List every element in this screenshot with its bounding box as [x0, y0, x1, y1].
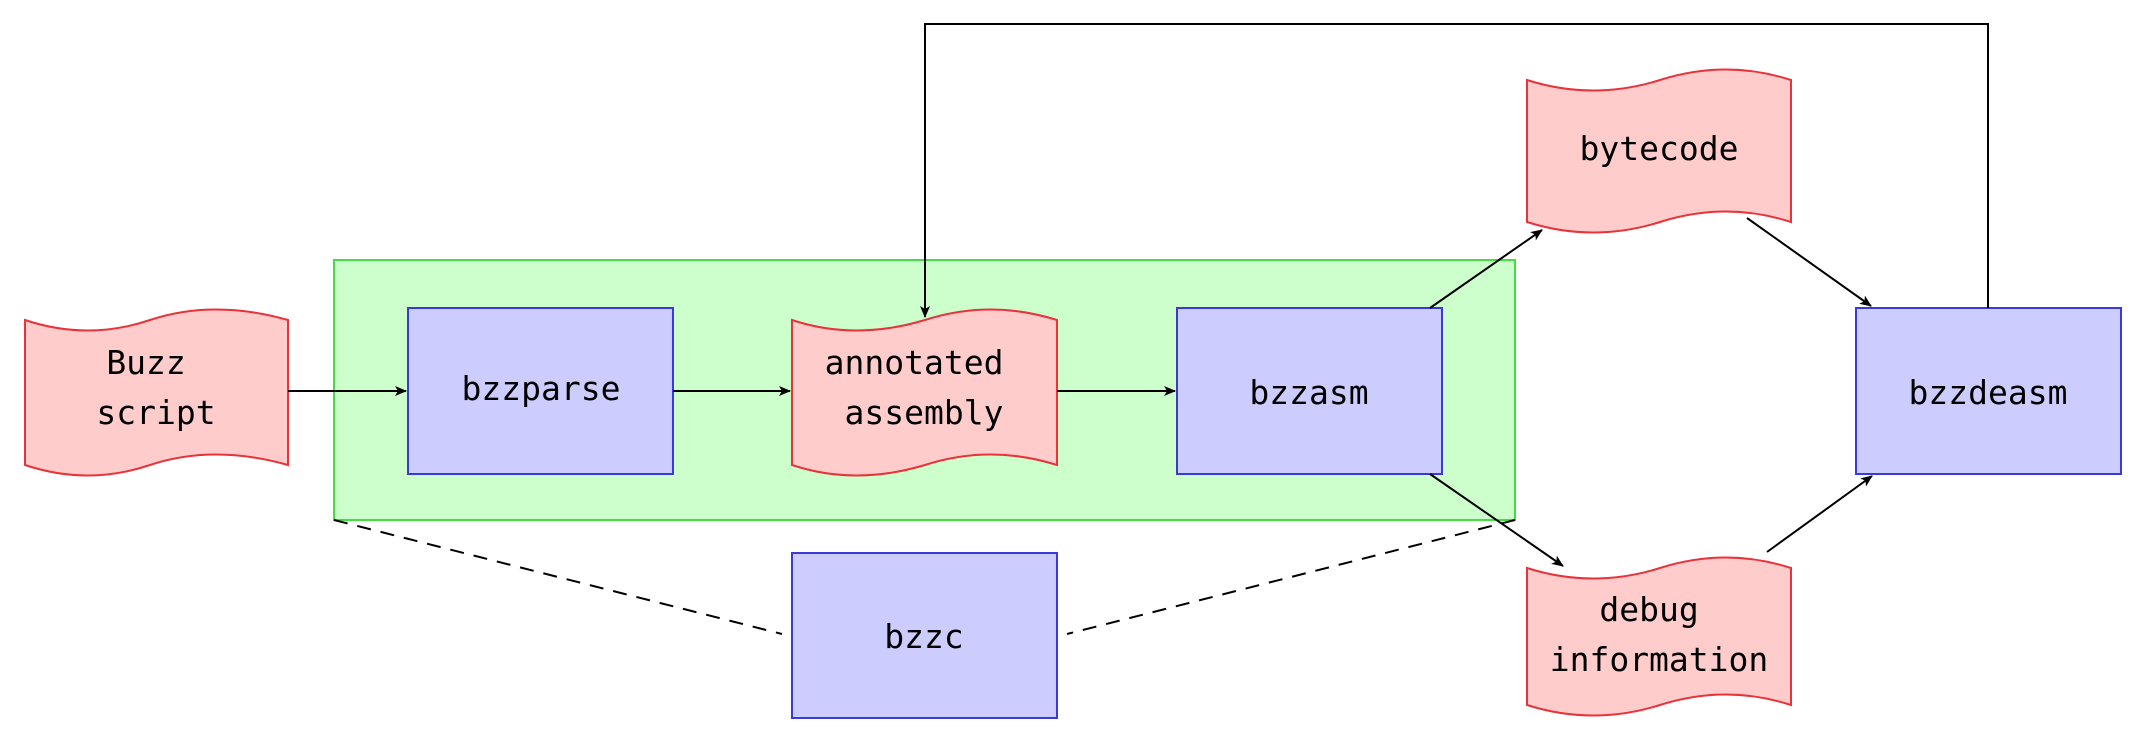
annotated-assembly-node: annotated assembly [791, 308, 1058, 477]
document-shape [24, 308, 289, 477]
bytecode-label: bytecode [1580, 129, 1739, 168]
bzzparse-node: bzzparse [407, 307, 674, 475]
buzz-script-label: Buzz script [96, 343, 215, 432]
bzzdeasm-label: bzzdeasm [1909, 373, 2068, 412]
program-box [1176, 307, 1443, 475]
arrow-bytecode-to-bzzdeasm [1746, 217, 1872, 307]
bzzdeasm-node: bzzdeasm [1855, 307, 2122, 475]
buzz-script-line-2: script [96, 393, 215, 432]
program-box [1855, 307, 2122, 475]
arrow-bzzasm-to-debug-information [1429, 473, 1564, 567]
annotated-assembly-line-1: annotated [825, 343, 1004, 382]
document-shape [1526, 68, 1792, 234]
debug-information-node: debug information [1526, 556, 1792, 717]
arrow-bzzdeasm-to-annotated-assembly [920, 23, 1989, 318]
program-box [407, 307, 674, 475]
bzzc-node: bzzc [791, 552, 1058, 719]
arrow-bzzasm-to-bytecode [1429, 229, 1543, 309]
bzzasm-node: bzzasm [1176, 307, 1443, 475]
buzz-script-line-1: Buzz [106, 343, 185, 382]
buzz-script-node: Buzz script [24, 308, 289, 477]
debug-information-label: debug information [1550, 590, 1769, 679]
document-shape [791, 308, 1058, 477]
debug-information-line-2: information [1550, 640, 1769, 679]
bzzparse-label: bzzparse [462, 369, 621, 408]
bzzc-label: bzzc [884, 617, 963, 656]
program-box [791, 552, 1058, 719]
arrow-debug-information-to-bzzdeasm [1766, 475, 1873, 553]
bzzasm-label: bzzasm [1249, 373, 1368, 412]
annotated-assembly-label: annotated assembly [825, 343, 1024, 432]
bytecode-node: bytecode [1526, 68, 1792, 234]
bzzc-dashed-link-right [1066, 519, 1516, 635]
debug-information-line-1: debug [1599, 590, 1698, 629]
document-shape [1526, 556, 1792, 717]
bzzc-dashed-link-left [333, 519, 783, 635]
annotated-assembly-line-2: assembly [845, 393, 1004, 432]
